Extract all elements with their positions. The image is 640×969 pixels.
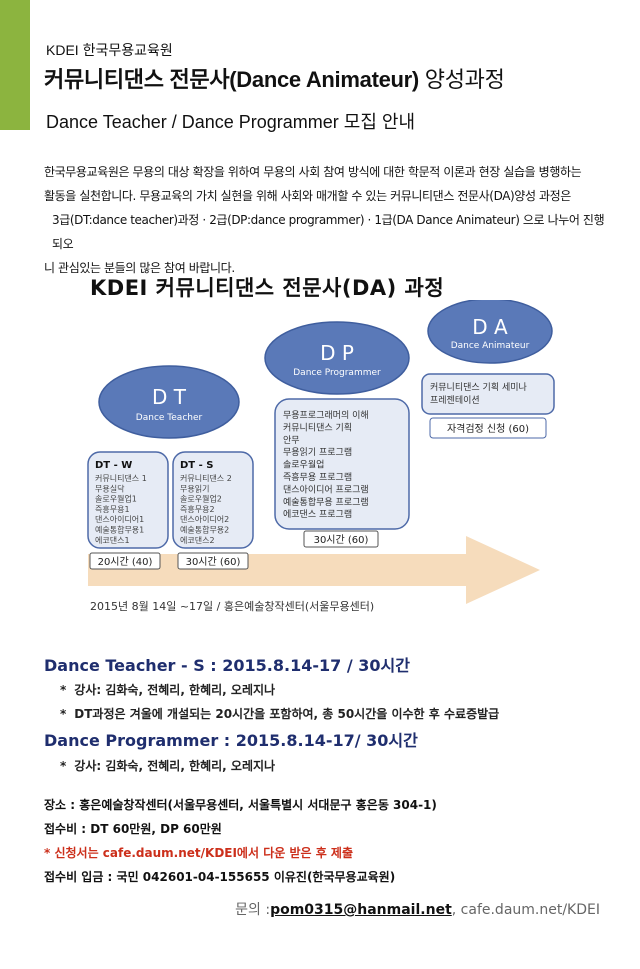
dp-name: Dance Programmer [293,368,381,378]
dtw-hours-label: 20시간 (40) [98,556,153,568]
detail-account: 접수비 입금 : 국민 042601-04-155655 이유진(한국무용교육원… [44,870,396,884]
dt-abbr: D T [152,385,187,409]
dtw-item: 예술통합무용1 [95,525,144,535]
dts-item: 무용읽기 [180,484,209,493]
da-name: Dance Animateur [451,341,530,351]
dtw-item: 커뮤니티댄스 1 [95,473,147,483]
dp-item: 댄스아이디어 프로그램 [283,483,369,495]
da-circle [427,300,553,364]
dp-item: 에코댄스 프로그램 [283,508,352,520]
details-section: 장소 : 홍은예술창작센터(서울무용센터, 서울특별시 서대문구 홍은동 304… [44,793,624,889]
dtw-title: DT - W [95,460,132,471]
dp-item: 안무 [283,435,300,446]
dp-circle [264,321,410,395]
dts-title: DT - S [180,460,213,471]
contact-prefix: 문의 : [235,902,271,918]
detail-fee: 접수비 : DT 60만원, DP 60만원 [44,822,222,836]
course-dp-heading: Dance Programmer : 2015.8.14-17/ 30시간 [44,731,418,750]
page-subtitle: Dance Teacher / Dance Programmer 모집 안내 [46,112,416,132]
title-main: 커뮤니티댄스 전문사(Dance Animateur) [44,67,419,92]
dtw-item: 무용실닥 [95,483,125,493]
contact-email-link[interactable]: pom0315@hanmail.net [270,902,452,918]
accent-bar [0,0,30,130]
dtw-item: 솔로우월업1 [95,494,137,504]
dp-hours-box [303,530,379,548]
da-item: 프레젠테이션 [430,395,480,406]
dts-item: 커뮤니티댄스 2 [180,473,232,483]
dts-item: 솔로우월업2 [180,494,222,504]
dp-item: 무용프로그래머의 이해 [283,410,369,421]
dts-hours-label: 30시간 (60) [186,556,241,568]
title-suffix: 양성과정 [418,67,505,92]
dp-item: 예술통합무용 프로그램 [283,496,369,508]
dts-item: 즉흥무용2 [180,504,215,514]
contact-line: 문의 :pom0315@hanmail.net, cafe.daum.net/K… [235,899,600,919]
dts-item: 예술통합무용2 [180,525,229,535]
page-title: 커뮤니티댄스 전문사(Dance Animateur) 양성과정 [44,62,505,94]
dts-item: 댄스아이디어2 [180,514,229,524]
dt-circle [98,365,240,439]
dts-item: 에코댄스2 [180,536,215,545]
intro-line: 3급(DT:dance teacher)과정 · 2급(DP:dance pro… [52,213,605,251]
intro-line: 활동을 실천합니다. 무용교육의 가치 실현을 위해 사회와 매개할 수 있는 … [44,189,571,203]
date-place: 2015년 8월 14일 ~17일 / 홍은예술창작센터(서울무용센터) [90,599,374,613]
dp-item: 커뮤니티댄스 기획 [283,421,352,433]
da-exam-label: 자격검정 신청 (60) [447,422,529,435]
intro-line: 니 관심있는 분들의 많은 참여 바랍니다. [44,261,235,275]
contact-cafe: , cafe.daum.net/KDEI [451,902,600,918]
dt-name: Dance Teacher [136,413,203,423]
course-dp-bullet: *강사: 김화숙, 전혜리, 한혜리, 오레지나 [60,759,276,773]
dp-hours-label: 30시간 (60) [314,534,369,546]
dts-box [172,451,254,549]
dp-item: 솔로우월업 [283,459,324,471]
detail-apply: * 신청서는 cafe.daum.net/KDEI에서 다운 받은 후 제출 [44,846,354,860]
dp-abbr: D P [320,341,354,365]
intro-paragraph: 한국무용교육원은 무용의 대상 확장을 위하여 무용의 사회 참여 방식에 대한… [44,160,614,280]
da-item: 커뮤니티댄스 기획 세미나 [430,381,527,393]
dtw-item: 댄스아이디어1 [95,514,144,524]
dtw-hours-box [89,552,161,570]
dts-hours-box [177,552,249,570]
dtw-item: 즉흥무용1 [95,504,130,514]
dtw-box [87,451,169,549]
dtw-item: 에코댄스1 [95,536,130,545]
da-abbr: D A [472,315,508,339]
course-dt-heading: Dance Teacher - S : 2015.8.14-17 / 30시간 [44,656,410,675]
course-dp-section: Dance Programmer : 2015.8.14-17/ 30시간 *강… [44,727,624,774]
detail-place: 장소 : 홍은예술창작센터(서울무용센터, 서울특별시 서대문구 홍은동 304… [44,798,437,812]
da-box [421,373,555,415]
course-dt-bullet: *강사: 김화숙, 전혜리, 한혜리, 오레지나 [60,683,276,697]
course-dt-section: Dance Teacher - S : 2015.8.14-17 / 30시간 … [44,652,624,722]
diagram-title: KDEI 커뮤니티댄스 전문사(DA) 과정 [90,276,445,300]
course-dt-bullet: *DT과정은 겨울에 개설되는 20시간을 포함하여, 총 50시간을 이수한 … [60,707,500,721]
dp-box [274,398,410,530]
intro-line: 한국무용교육원은 무용의 대상 확장을 위하여 무용의 사회 참여 방식에 대한… [44,165,582,179]
da-exam-box [429,417,547,439]
course-diagram: D A Dance Animateur D P Dance Programmer… [87,300,555,613]
dp-item: 즉흥무용 프로그램 [283,471,352,483]
org-name: KDEI 한국무용교육원 [46,42,173,58]
dp-item: 무용읽기 프로그램 [283,446,352,458]
progress-arrow [88,536,540,604]
